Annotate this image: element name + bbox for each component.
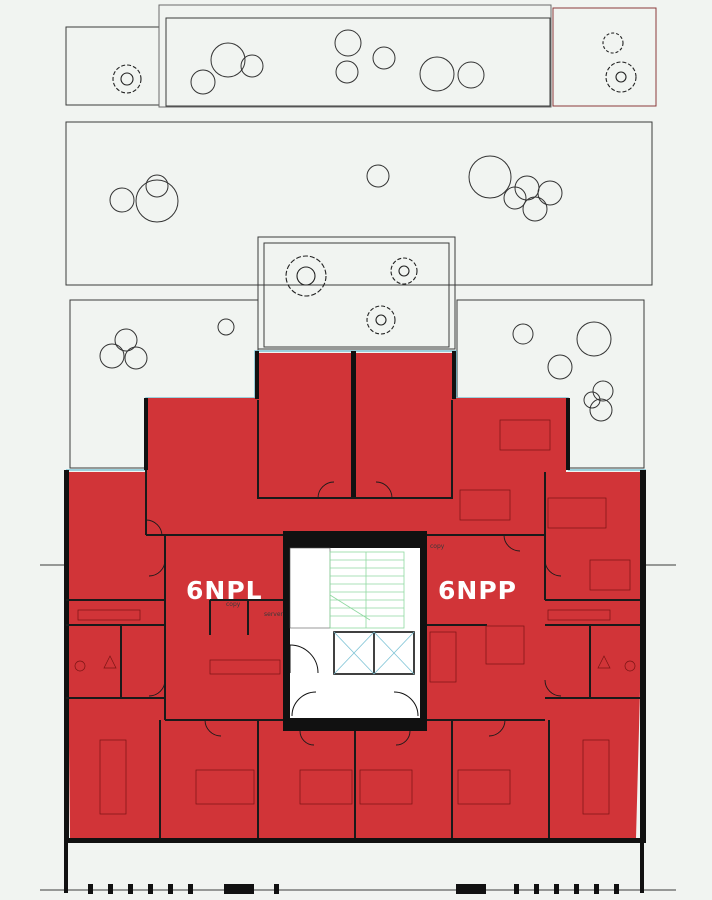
copy-room-tag-right: copy xyxy=(430,543,445,550)
stair xyxy=(329,551,405,629)
elevator-shafts xyxy=(333,631,415,675)
landscape-trees xyxy=(99,29,637,422)
building-core xyxy=(289,547,420,718)
partitions xyxy=(66,400,640,838)
facade-bottom xyxy=(64,843,644,894)
office-doors xyxy=(145,481,562,746)
server-room-tag: server xyxy=(264,611,284,618)
copy-room-tag-left: copy xyxy=(226,601,241,608)
core-doors xyxy=(289,644,419,717)
furniture xyxy=(74,419,636,815)
zone-label-left: 6NPL xyxy=(186,576,263,605)
zone-label-right: 6NPP xyxy=(438,576,517,605)
site-outlines xyxy=(40,4,676,891)
room-tags: copy server copy xyxy=(226,543,445,618)
